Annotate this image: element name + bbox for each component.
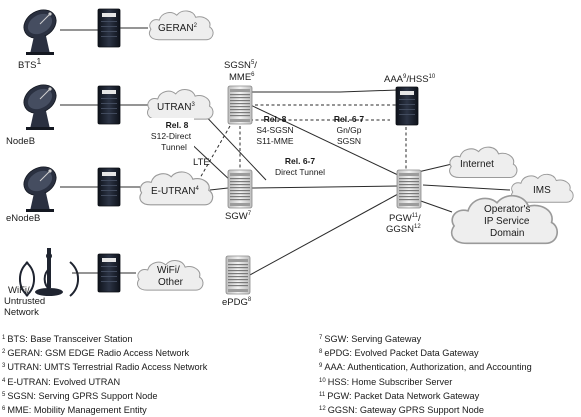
connections [167, 89, 511, 277]
wifi-other-cloud: WiFi/ Other [136, 259, 204, 291]
rel67-direct-tunnel-annotation: Rel. 6-7 Direct Tunnel [275, 156, 325, 177]
rel8-left-line3: Tunnel [161, 142, 187, 152]
nodeb-node: NodeB [6, 78, 62, 147]
rel8-direct-tunnel-annotation: Rel. 8 S12-Direct Tunnel [142, 118, 194, 152]
lte-label: LTE [193, 157, 210, 168]
satellite-dish-icon [18, 3, 62, 56]
ggsn-label: GGSN12 [386, 224, 421, 235]
geran-cloud: GERAN2 [148, 10, 214, 41]
pgw-label-line1: PGW11/ [389, 213, 421, 224]
rel8-s4-annotation: Rel. 8 S4-SGSN S11-MME [256, 114, 294, 146]
bsc-server-icon [97, 8, 121, 48]
wifi-antenna-icon [18, 248, 80, 297]
satellite-dish-icon [18, 78, 62, 131]
wifi-antenna-node: WiFi/ Untrusted Network [4, 248, 80, 318]
sgw-label: SGW7 [225, 211, 252, 222]
rel67-center-title: Rel. 6-7 [285, 156, 316, 166]
rel67-gn-annotation: Rel. 6-7 Gn/Gp SGSN [334, 114, 365, 146]
internet-label: Internet [460, 159, 494, 170]
pgw-ggsn-chassis-icon [396, 169, 422, 209]
operator-ip-cloud: Operator's IP Service Domain [450, 194, 559, 245]
aaa-hss-server-icon [395, 86, 419, 126]
utran-cloud: UTRAN3 [146, 88, 214, 120]
sgsn-mme-chassis-icon [227, 85, 253, 125]
rel67-center-line2: Direct Tunnel [275, 167, 325, 177]
enodeb-server-icon [97, 167, 121, 207]
rel67-right-line3: SGSN [337, 136, 361, 146]
wifi-other-line2: Other [158, 277, 184, 288]
rel8-center-title: Rel. 8 [264, 114, 287, 124]
bts-label: BTS1 [18, 56, 41, 71]
sgsn-label-line1: SGSN5/ [224, 60, 257, 71]
wifi-label-line3: Network [4, 307, 39, 318]
eutran-label: E-UTRAN4 [151, 186, 199, 197]
rel8-center-line2: S4-SGSN [256, 125, 293, 135]
wifi-server-icon [97, 253, 121, 293]
epdg-label: ePDG8 [222, 297, 252, 308]
enodeb-label: eNodeB [6, 213, 40, 224]
eutran-cloud: E-UTRAN4 [139, 171, 214, 206]
operator-line1: Operator's [484, 204, 530, 215]
internet-cloud: Internet [449, 146, 518, 179]
nodeb-label: NodeB [6, 136, 35, 147]
ims-label: IMS [533, 185, 551, 196]
rel8-left-title: Rel. 8 [166, 120, 189, 130]
aaa-hss-label: AAA9/HSS10 [384, 74, 436, 85]
bts-node: BTS1 [18, 3, 62, 71]
rel67-right-line2: Gn/Gp [336, 125, 361, 135]
rel8-left-line2: S12-Direct [151, 131, 192, 141]
sgw-chassis-icon [227, 169, 253, 209]
rel8-center-line3: S11-MME [256, 136, 293, 146]
utran-label: UTRAN3 [157, 102, 195, 113]
wifi-label-line1: WiFi/ [8, 285, 30, 296]
mme-label: MME6 [229, 72, 255, 83]
wifi-label-line2: Untrusted [4, 296, 45, 307]
geran-label: GERAN2 [158, 23, 198, 34]
rnc-server-icon [97, 85, 121, 125]
enodeb-node: eNodeB [6, 160, 62, 224]
network-diagram: BTS1 NodeB eNodeB WiFi/ Untrusted Networ… [4, 3, 574, 318]
operator-line2: IP Service [484, 216, 530, 227]
satellite-dish-icon [18, 160, 62, 213]
rel67-right-title: Rel. 6-7 [334, 114, 365, 124]
operator-line3: Domain [490, 228, 524, 239]
ims-cloud: IMS [510, 173, 574, 203]
epdg-chassis-icon [225, 255, 251, 295]
wifi-other-line1: WiFi/ [157, 265, 180, 276]
